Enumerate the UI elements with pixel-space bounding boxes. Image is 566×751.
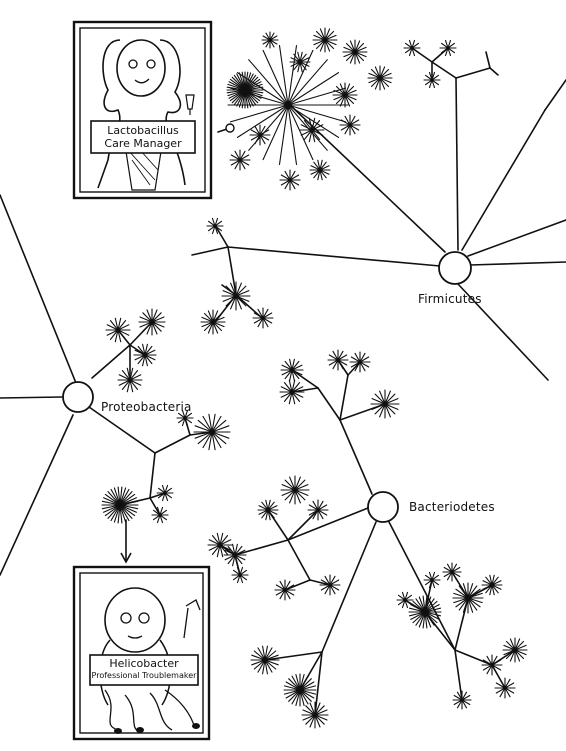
microbe-burst-icon (231, 566, 249, 584)
microbe-burst-icon (279, 379, 305, 405)
microbe-burst-icon (301, 701, 329, 729)
connector-dot (225, 123, 235, 133)
microbe-burst-icon (206, 217, 224, 235)
microbe-burst-icon (252, 307, 274, 329)
microbe-burst-icon (193, 413, 231, 451)
arrow-down-icon (120, 552, 132, 564)
firmicutes-label: Firmicutes (418, 292, 482, 306)
microbe-burst-icon (332, 82, 358, 108)
microbe-burst-icon (229, 149, 251, 171)
lactobacillus-name: Lactobacillus (107, 124, 179, 137)
tree-branches (0, 47, 566, 716)
helicobacter-label: Helicobacter Professional Troublemaker (90, 657, 198, 681)
microbe-burst-icon (442, 562, 462, 582)
microbe-burst-icon (280, 358, 304, 382)
microbe-burst-icon (274, 579, 296, 601)
microbe-burst-icon (156, 484, 174, 502)
microbe-burst-icon (133, 343, 157, 367)
microbe-burst-icon (309, 159, 331, 181)
flagellum-tip-icon (136, 727, 144, 733)
microbe-burst-icon (289, 51, 311, 73)
helicobacter-name: Helicobacter (109, 657, 179, 670)
microbe-clusters (101, 27, 528, 729)
flagellum-tip-icon (114, 728, 122, 734)
microbe-burst-icon (223, 543, 247, 567)
helicobacter-portrait (72, 565, 211, 741)
helicobacter-title: Professional Troublemaker (91, 671, 197, 680)
microbe-burst-icon (423, 71, 441, 89)
microbe-burst-icon (349, 351, 371, 373)
microbe-burst-icon (494, 677, 516, 699)
microbe-burst-icon (502, 637, 528, 663)
lactobacillus-title: Care Manager (104, 137, 182, 150)
microbe-burst-icon (249, 124, 271, 146)
microbe-burst-icon (226, 71, 264, 109)
microbe-burst-icon (307, 499, 329, 521)
lactobacillus-sign (90, 120, 196, 154)
microbe-burst-icon (299, 117, 325, 143)
lactobacillus-portrait (72, 20, 213, 200)
microbe-burst-icon (403, 39, 421, 57)
microbe-burst-icon (250, 645, 280, 675)
microbe-burst-icon (200, 309, 226, 335)
microbe-burst-icon (481, 654, 503, 676)
microbe-burst-icon (101, 486, 139, 524)
bacteriodetes-node (367, 491, 399, 523)
microbe-burst-icon (423, 571, 441, 589)
microbe-burst-icon (207, 532, 233, 558)
proteobacteria-label: Proteobacteria (101, 400, 192, 414)
microbe-burst-icon (439, 39, 457, 57)
microbe-burst-icon (342, 39, 368, 65)
microbe-burst-icon (280, 475, 310, 505)
microbe-burst-icon (283, 673, 317, 707)
microbe-burst-icon (367, 65, 393, 91)
microbe-burst-icon (176, 409, 194, 427)
microbe-burst-icon (105, 317, 131, 343)
proteobacteria-node (62, 381, 94, 413)
microbe-burst-icon (452, 690, 472, 710)
microbe-burst-icon (370, 389, 400, 419)
bacteriodetes-label: Bacteriodetes (409, 500, 495, 514)
microbe-burst-icon (319, 574, 341, 596)
microbe-burst-icon (279, 169, 301, 191)
microbe-burst-icon (117, 367, 143, 393)
microbe-burst-icon (327, 349, 349, 371)
flagellum-tip-icon (192, 723, 200, 729)
microbe-burst-icon (481, 574, 503, 596)
microbe-burst-icon (257, 499, 279, 521)
helicobacter-sign (89, 654, 199, 686)
microbe-burst-icon (261, 31, 279, 49)
microbe-burst-icon (312, 27, 338, 53)
microbe-burst-icon (151, 506, 169, 524)
firmicutes-node (438, 251, 472, 285)
microbe-burst-icon (227, 45, 349, 165)
microbe-burst-icon (339, 114, 361, 136)
microbe-burst-icon (408, 595, 442, 629)
microbe-burst-icon (221, 281, 251, 311)
microbe-burst-icon (138, 308, 166, 336)
lactobacillus-label: Lactobacillus Care Manager (91, 124, 195, 150)
microbe-burst-icon (396, 591, 414, 609)
microbe-burst-icon (452, 582, 484, 614)
